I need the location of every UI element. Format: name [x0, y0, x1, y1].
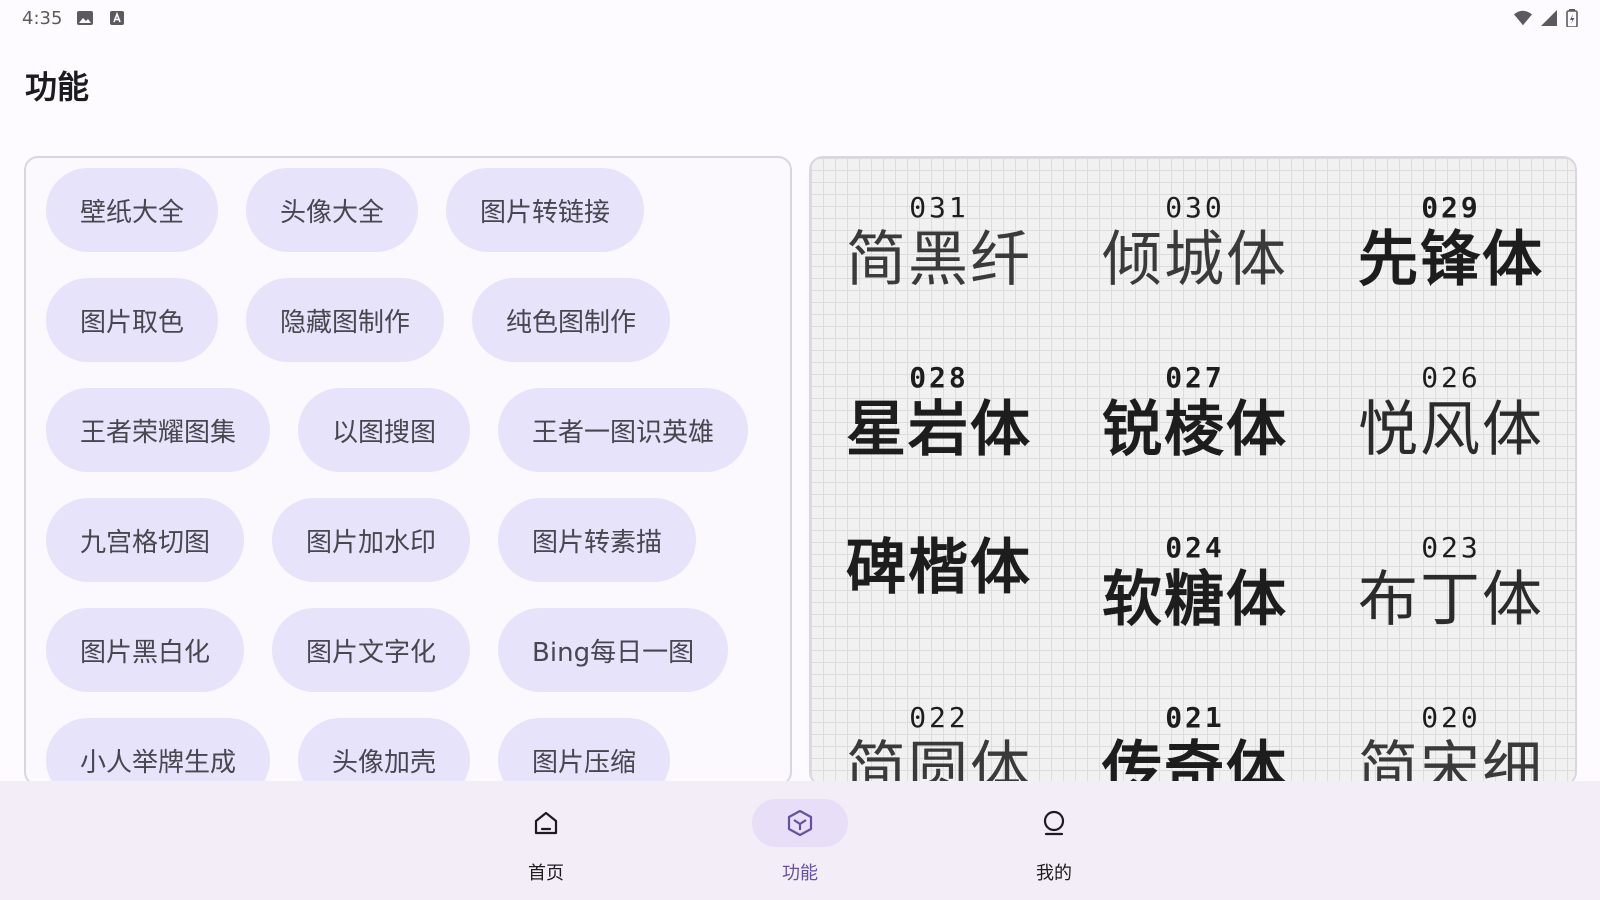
feature-chip-color-picker[interactable]: 图片取色: [46, 278, 219, 362]
font-item[interactable]: 碑楷体: [811, 532, 1067, 702]
feature-row-3: 王者荣耀图集 以图搜图 王者一图识英雄: [46, 388, 749, 472]
font-sample: 传奇体: [1102, 735, 1288, 786]
font-sample: 星岩体: [846, 395, 1032, 465]
font-sample: 简宋细: [1358, 735, 1544, 786]
font-sample: 倾城体: [1102, 225, 1288, 295]
font-sample: 简黑纤: [846, 225, 1032, 295]
font-item[interactable]: 024 软糖体: [1067, 532, 1323, 702]
font-item[interactable]: 021 传奇体: [1067, 701, 1323, 786]
feature-chip-hok-identify-hero[interactable]: 王者一图识英雄: [498, 388, 749, 472]
feature-chip-wallpapers[interactable]: 壁纸大全: [46, 168, 219, 252]
feature-chip-grayscale[interactable]: 图片黑白化: [46, 608, 245, 692]
feature-row-1: 壁纸大全 头像大全 图片转链接: [46, 168, 645, 252]
font-number: 027: [1165, 361, 1225, 394]
font-number: 023: [1421, 531, 1481, 564]
font-sample: 锐棱体: [1102, 395, 1288, 465]
font-sample: 碑楷体: [846, 533, 1032, 603]
font-number: 022: [909, 701, 969, 734]
feature-chip-ascii-art[interactable]: 图片文字化: [272, 608, 471, 692]
status-right: [1514, 9, 1578, 27]
feature-row-4: 九宫格切图 图片加水印 图片转素描: [46, 498, 697, 582]
wifi-icon: [1514, 10, 1532, 26]
battery-icon: [1566, 9, 1578, 27]
keyboard-notification-icon: [110, 11, 125, 25]
nav-label-mine: 我的: [1036, 863, 1072, 884]
nav-pill: [498, 799, 594, 847]
font-item[interactable]: 029 先锋体: [1323, 191, 1575, 362]
nav-pill-active: [752, 799, 848, 847]
font-number: 026: [1421, 361, 1481, 394]
font-sample: 软糖体: [1102, 565, 1288, 635]
font-item[interactable]: 027 锐棱体: [1067, 362, 1323, 532]
font-number: 029: [1421, 191, 1481, 224]
font-number: 028: [909, 361, 969, 394]
cell-signal-icon: [1541, 10, 1557, 26]
feature-chip-hok-gallery[interactable]: 王者荣耀图集: [46, 388, 271, 472]
nav-label-home: 首页: [528, 863, 564, 884]
font-sample: 悦风体: [1358, 395, 1544, 465]
feature-row-6: 小人举牌生成 头像加壳 图片压缩: [46, 718, 671, 784]
feature-chip-reverse-search[interactable]: 以图搜图: [298, 388, 471, 472]
nav-label-features: 功能: [782, 863, 818, 884]
profile-icon: [1043, 810, 1065, 836]
font-number: 031: [909, 191, 969, 224]
font-item[interactable]: 030 倾城体: [1067, 192, 1323, 362]
font-panel: 031 简黑纤 030 倾城体 029 先锋体 028 星岩体 027 锐棱体 …: [809, 156, 1577, 786]
status-time: 4:35: [22, 7, 63, 29]
nav-pill: [1006, 799, 1102, 847]
font-sample: 简圆体: [846, 735, 1032, 786]
font-sample: 布丁体: [1358, 565, 1544, 635]
feature-chip-bing-daily[interactable]: Bing每日一图: [498, 608, 729, 692]
home-icon: [534, 811, 558, 835]
font-number: 030: [1165, 191, 1225, 224]
font-item[interactable]: 022 简圆体: [811, 701, 1067, 786]
font-number: 020: [1421, 701, 1481, 734]
nav-item-mine[interactable]: 我的: [994, 799, 1114, 885]
feature-chip-sketch[interactable]: 图片转素描: [498, 498, 697, 582]
feature-chip-hidden-image[interactable]: 隐藏图制作: [246, 278, 445, 362]
bottom-nav: 首页 功能 我的: [0, 781, 1600, 900]
font-item[interactable]: 023 布丁体: [1323, 531, 1575, 702]
feature-row-2: 图片取色 隐藏图制作 纯色图制作: [46, 278, 671, 362]
cube-icon: [787, 809, 813, 837]
nav-item-home[interactable]: 首页: [486, 799, 606, 885]
feature-chip-nine-grid[interactable]: 九宫格切图: [46, 498, 245, 582]
font-grid: 031 简黑纤 030 倾城体 029 先锋体 028 星岩体 027 锐棱体 …: [811, 158, 1575, 786]
font-number: 021: [1165, 701, 1225, 734]
feature-row-5: 图片黑白化 图片文字化 Bing每日一图: [46, 608, 729, 692]
feature-chip-solid-color[interactable]: 纯色图制作: [472, 278, 671, 362]
font-number: 024: [1165, 531, 1225, 564]
feature-panel: 壁纸大全 头像大全 图片转链接 图片取色 隐藏图制作 纯色图制作 王者荣耀图集 …: [24, 156, 792, 786]
font-item[interactable]: 031 简黑纤: [811, 192, 1067, 362]
feature-chip-compress[interactable]: 图片压缩: [498, 718, 671, 784]
font-item[interactable]: 028 星岩体: [811, 362, 1067, 532]
feature-chip-image-to-link[interactable]: 图片转链接: [446, 168, 645, 252]
feature-chip-watermark[interactable]: 图片加水印: [272, 498, 471, 582]
image-notification-icon: [77, 11, 94, 25]
nav-item-features[interactable]: 功能: [740, 799, 860, 885]
font-item[interactable]: 020 简宋细: [1323, 701, 1575, 786]
status-left: 4:35: [22, 8, 126, 29]
feature-chip-avatars[interactable]: 头像大全: [246, 168, 419, 252]
feature-chip-avatar-frame[interactable]: 头像加壳: [298, 718, 471, 784]
status-bar: 4:35: [0, 0, 1600, 36]
page-title: 功能: [25, 68, 90, 106]
feature-chip-sign-generator[interactable]: 小人举牌生成: [46, 718, 271, 784]
font-item[interactable]: 026 悦风体: [1323, 361, 1575, 532]
font-sample: 先锋体: [1358, 225, 1544, 295]
